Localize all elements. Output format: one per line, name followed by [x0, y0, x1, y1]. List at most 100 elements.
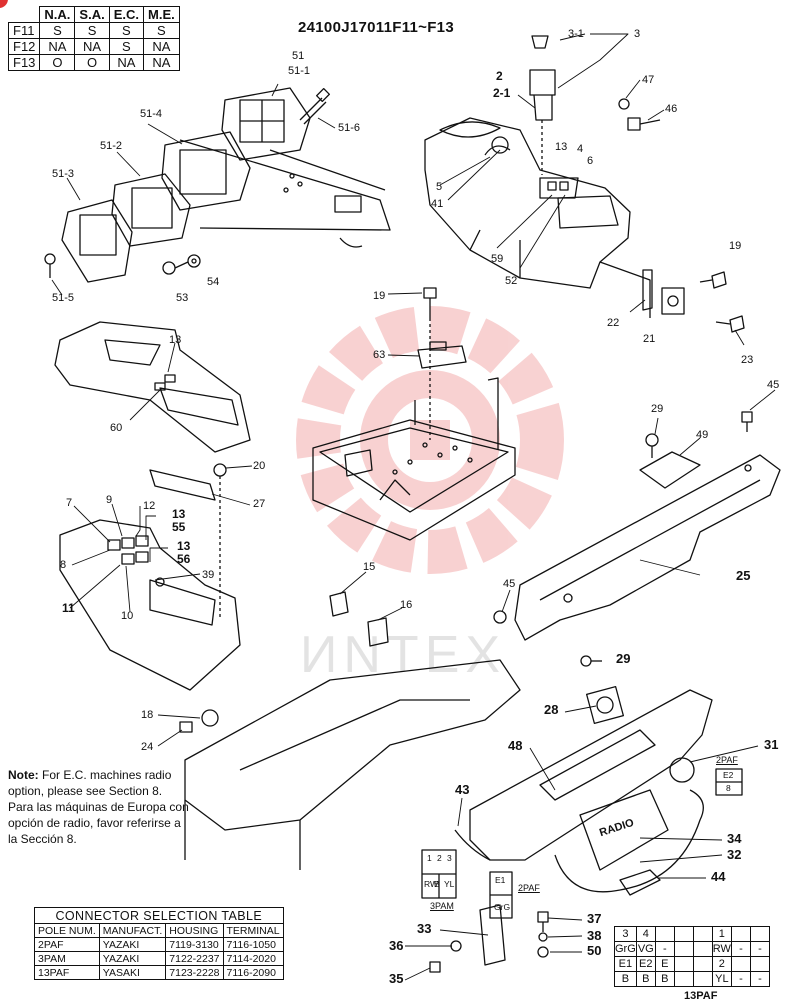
bottom-frame: [184, 659, 521, 870]
connector-pin: B: [434, 879, 440, 889]
callout-63: 63: [373, 349, 386, 361]
screw-19-23: [699, 271, 745, 333]
callout-35: 35: [389, 971, 404, 986]
callout-36: 36: [389, 938, 404, 953]
callout-60: 60: [110, 422, 123, 434]
callout-10: 10: [121, 610, 134, 622]
plate-49: [639, 451, 701, 489]
callout-5: 5: [436, 181, 443, 193]
callout-29: 29: [651, 403, 664, 415]
callout-59: 59: [491, 253, 504, 265]
callout-51-5: 51-5: [52, 292, 75, 304]
bracket-21-22: [642, 269, 685, 315]
pin-table-label: 13PAF: [684, 990, 718, 1002]
bolt-51-6: [299, 87, 331, 125]
relay-63: [417, 341, 467, 369]
variant-header: S.A.: [74, 6, 110, 23]
connector-pin: E2: [723, 770, 734, 780]
callout-23: 23: [741, 354, 754, 366]
callout-24: 24: [141, 741, 154, 753]
radio-note: Note: For E.C. machines radio option, pl…: [8, 767, 193, 847]
variant-row: F13 O O NA NA: [7, 54, 180, 71]
callout-19: 19: [373, 290, 386, 302]
callout-11: 11: [62, 601, 75, 615]
gauge-cluster: [61, 87, 391, 283]
callout-13: 13: [555, 141, 568, 153]
callout-54: 54: [207, 276, 220, 288]
callout-8: 8: [60, 559, 67, 571]
callout-49: 49: [696, 429, 709, 441]
callout-7: 7: [66, 497, 73, 509]
callout-19: 19: [729, 240, 742, 252]
table-header-row: POLE NUM. MANUFACT. HOUSING TERMINAL: [34, 923, 284, 938]
variant-row: F12 NA NA S NA: [7, 38, 180, 55]
callout-51-4: 51-4: [140, 108, 163, 120]
callout-51-2: 51-2: [100, 140, 123, 152]
callout-6: 6: [587, 155, 594, 167]
bolts-35-38: [429, 911, 549, 973]
connector-3pam: [421, 849, 457, 899]
callout-32: 32: [727, 847, 742, 862]
callout-21: 21: [643, 333, 656, 345]
callout-43: 43: [455, 782, 470, 797]
callout-51: 51: [292, 50, 305, 62]
left-console: [54, 321, 251, 453]
watermark-text: ИNTEX: [300, 626, 506, 684]
switch-panel: [59, 519, 241, 691]
table-row: 13PAF YASAKI 7123-2228 7116-2090: [34, 965, 284, 980]
callout-46: 46: [665, 103, 678, 115]
callout-38: 38: [587, 928, 602, 943]
connector-pin: GrG: [494, 902, 511, 912]
connector-pin: 2: [437, 853, 442, 863]
model-code: 24100J17011F11~F13: [298, 19, 454, 36]
key-switch-3: [529, 35, 556, 175]
callout-4: 4: [577, 143, 584, 155]
callout-37: 37: [587, 911, 602, 926]
callout-3-1: 3-1: [568, 28, 584, 40]
washer-54: [187, 254, 201, 268]
leader-lines: [51, 33, 776, 981]
connector-selection-table: CONNECTOR SELECTION TABLE POLE NUM. MANU…: [34, 907, 284, 980]
callout-51-3: 51-3: [52, 168, 75, 180]
callout-31: 31: [764, 737, 779, 752]
bolt-46: [627, 117, 661, 131]
callout-53: 53: [176, 292, 189, 304]
table-row: 2PAF YAZAKI 7119-3130 7116-1050: [34, 937, 284, 952]
callout-16: 16: [400, 599, 413, 611]
cross-member-25: [514, 454, 781, 641]
callout-2: 2: [496, 69, 503, 83]
right-console: [424, 117, 651, 318]
callout-22: 22: [607, 317, 620, 329]
note-label: Note:: [8, 768, 39, 782]
callout-9: 9: [106, 494, 113, 506]
callout-47: 47: [642, 74, 655, 86]
connector-3pam-name: 3PAM: [430, 901, 454, 911]
callout-3: 3: [634, 28, 641, 40]
callout-2-1: 2-1: [493, 86, 511, 100]
callout-39: 39: [202, 569, 215, 581]
callout-12: 12: [143, 500, 156, 512]
connector-pin: 3: [447, 853, 452, 863]
grommet-18: [179, 709, 219, 733]
callout-55: 55: [172, 520, 186, 534]
connector-pin: E1: [495, 875, 506, 885]
callout-27: 27: [253, 498, 266, 510]
callout-25: 25: [736, 568, 751, 583]
note-spanish: Para las máquinas de Europa con opción d…: [8, 800, 189, 846]
screw-51-5: [44, 253, 56, 278]
callout-20: 20: [253, 460, 266, 472]
variant-row: F11 S S S S: [7, 22, 180, 39]
callout-48: 48: [508, 738, 523, 753]
callout-45: 45: [767, 379, 780, 391]
connector-2paf-left: [489, 871, 513, 919]
callout-51-1: 51-1: [288, 65, 311, 77]
bolt-19-center: [423, 287, 437, 440]
connector-2paf-left-name: 2PAF: [518, 883, 540, 893]
callout-29: 29: [616, 651, 631, 666]
callout-56: 56: [177, 552, 191, 566]
callout-28: 28: [544, 702, 559, 717]
